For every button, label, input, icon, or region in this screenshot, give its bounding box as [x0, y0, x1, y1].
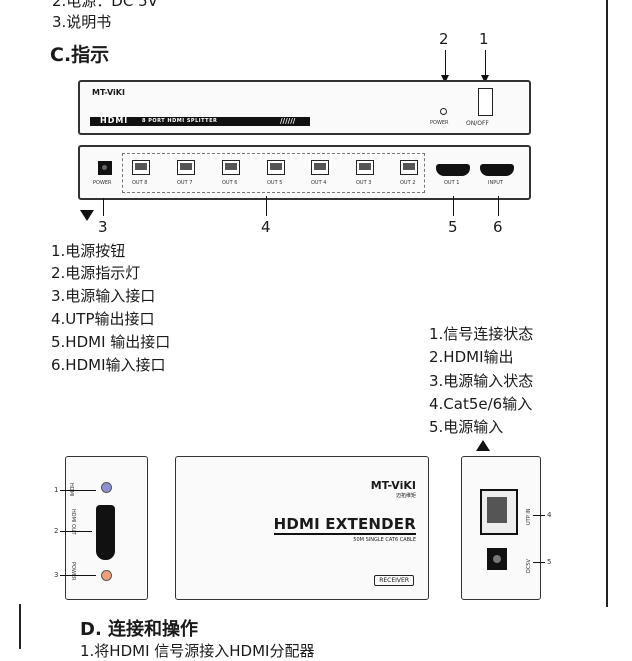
- dc-power-jack: [98, 161, 112, 175]
- front-power-label: POWER: [430, 120, 449, 126]
- receiver-callout-1-line: [60, 490, 96, 491]
- utp-port-out7: [177, 160, 195, 175]
- input-label: INPUT: [488, 180, 503, 186]
- callout-2-line: [445, 50, 446, 76]
- receiver-callout-5-line: [533, 562, 545, 563]
- callout-5-line: [453, 196, 454, 216]
- power-switch[interactable]: [478, 88, 493, 116]
- front-logo-text: HDMI: [100, 116, 129, 125]
- top-list-item-3: 3.说明书: [52, 13, 112, 31]
- receiver-callout-4-line: [533, 515, 545, 516]
- splitter-front-panel: MT-ViKI HDMI 8 PORT HDMI SPLITTER //////…: [78, 80, 531, 135]
- legend-right-5: 5.电源输入: [429, 418, 504, 436]
- out6-label: OUT 6: [222, 180, 238, 186]
- rear-callout-3: 3: [98, 218, 108, 236]
- out4-label: OUT 4: [311, 180, 327, 186]
- receiver-brand: MT-ViKI: [370, 479, 416, 492]
- front-switch-label: ON/OFF: [466, 120, 489, 127]
- utp-port-out6: [222, 160, 240, 175]
- legend-left-4: 4.UTP输出接口: [51, 310, 155, 328]
- receiver-callout-2-line: [60, 531, 92, 532]
- legend-right-arrow: [476, 440, 490, 451]
- receiver-callout-3: 3: [54, 571, 59, 579]
- section-d-title: D. 连接和操作: [80, 619, 199, 640]
- receiver-callout-2: 2: [54, 527, 59, 535]
- receiver-right-panel: UTP IN DC5V: [461, 456, 541, 600]
- dc5v-label: DC5V: [526, 559, 532, 573]
- front-model-strip: HDMI 8 PORT HDMI SPLITTER //////: [90, 116, 310, 126]
- out8-label: OUT 8: [132, 180, 148, 186]
- out1-label: OUT 1: [444, 180, 460, 186]
- receiver-callout-1: 1: [54, 486, 59, 494]
- callout-3-arrow: [80, 210, 94, 221]
- front-stripes: //////: [280, 117, 296, 125]
- out3-label: OUT 3: [356, 180, 372, 186]
- rear-callout-6: 6: [493, 218, 503, 236]
- legend-right-1: 1.信号连接状态: [429, 325, 534, 343]
- callout-6-line: [498, 196, 499, 216]
- receiver-front-panel: MT-ViKI 迈拓维矩 HDMI EXTENDER 50M SINGLE CA…: [175, 456, 429, 600]
- section-c-title: C.指示: [50, 44, 110, 66]
- front-callout-1: 1: [479, 30, 489, 48]
- hdmi-out-port: [96, 505, 115, 560]
- utp-port-out4: [311, 160, 329, 175]
- legend-left-2: 2.电源指示灯: [51, 264, 141, 282]
- callout-3-line: [103, 198, 104, 216]
- legend-left-1: 1.电源按钮: [51, 242, 126, 260]
- callout-1-line: [485, 50, 486, 76]
- receiver-left-panel: HDMI HDMI OUT POWER: [65, 456, 148, 600]
- receiver-title: HDMI EXTENDER: [273, 515, 416, 535]
- utp-port-group: [122, 153, 425, 193]
- legend-left-6: 6.HDMI输入接口: [51, 356, 166, 374]
- hdmi-input-port: [480, 164, 514, 176]
- front-brand: MT-ViKI: [92, 88, 125, 97]
- dc5v-jack: [487, 548, 507, 570]
- receiver-callout-4: 4: [547, 511, 552, 519]
- top-list-item-2: 2.电源：DC 5V: [52, 0, 158, 10]
- out2-label: OUT 2: [400, 180, 416, 186]
- receiver-brand-sub: 迈拓维矩: [395, 493, 416, 499]
- receiver-subtitle: 50M SINGLE CAT6 CABLE: [353, 537, 416, 543]
- front-callout-2: 2: [439, 30, 449, 48]
- legend-left-5: 5.HDMI 输出接口: [51, 333, 171, 351]
- power-indicator-led: [440, 108, 447, 115]
- utp-port-out2: [400, 160, 418, 175]
- signal-led-blue: [101, 482, 112, 493]
- utp-port-out5: [267, 160, 285, 175]
- out5-label: OUT 5: [267, 180, 283, 186]
- right-border-line: [606, 0, 608, 607]
- utp-port-out3: [356, 160, 374, 175]
- receiver-badge: RECEIVER: [374, 575, 414, 586]
- receiver-callout-5: 5: [547, 558, 552, 566]
- legend-right-4: 4.Cat5e/6输入: [429, 395, 533, 413]
- callout-4-line: [266, 196, 267, 216]
- power-led-orange: [101, 570, 112, 581]
- legend-right-3: 3.电源输入状态: [429, 372, 534, 390]
- utp-in-label: UTP IN: [526, 508, 532, 525]
- rear-callout-4: 4: [261, 218, 271, 236]
- utp-port-out8: [132, 160, 150, 175]
- callout-2-arrow: [441, 75, 449, 83]
- side-label-power: POWER: [70, 562, 76, 581]
- legend-left-3: 3.电源输入接口: [51, 287, 156, 305]
- rear-power-label: POWER: [93, 180, 112, 186]
- out7-label: OUT 7: [177, 180, 193, 186]
- section-d-cut-line: 1.将HDMI 信号源接入HDMI分配器: [80, 642, 315, 660]
- rear-callout-5: 5: [448, 218, 458, 236]
- utp-in-port: [480, 489, 518, 535]
- splitter-rear-panel: POWER OUT 8 OUT 7 OUT 6 OUT 5 OUT 4 OUT …: [78, 145, 531, 200]
- receiver-callout-3-line: [60, 575, 96, 576]
- legend-right-2: 2.HDMI输出: [429, 348, 514, 366]
- left-border-line: [19, 604, 21, 649]
- front-model-text: 8 PORT HDMI SPLITTER: [142, 118, 218, 124]
- callout-1-arrow: [481, 75, 489, 83]
- hdmi-out1-port: [436, 164, 470, 176]
